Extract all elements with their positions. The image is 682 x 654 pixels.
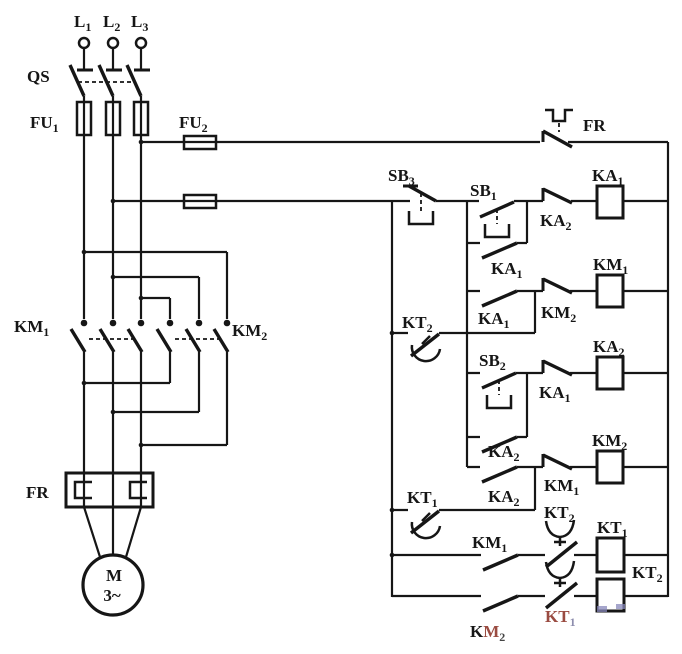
label-ka1-holding: KA1: [491, 259, 523, 281]
ka1-nc-contact-rung3: [541, 359, 573, 377]
power-junction-dots: [81, 249, 144, 448]
label-l1: L1: [74, 12, 91, 34]
label-km1-rung5: KM1: [472, 533, 507, 555]
label-ka2-rung4: KA2: [488, 487, 520, 509]
control-wiring: [110, 139, 670, 598]
ka2-nc-contact-rung1: [541, 187, 573, 205]
label-fu2: FU2: [179, 113, 208, 135]
label-kt2-no: KT2: [402, 313, 433, 335]
kt1-coil: [595, 536, 626, 574]
label-sb2: SB2: [479, 351, 506, 373]
ka2-no-contact-rung4: [481, 465, 518, 484]
ka1-no-contact-rung2: [481, 289, 518, 308]
label-kt1-no: KT1: [407, 488, 438, 510]
km1-no-contact-rung5: [482, 553, 519, 572]
label-kt1-coil: KT1: [597, 518, 628, 540]
km2-main-contacts: [155, 319, 231, 353]
kt1-delay-nc-contact: [544, 560, 579, 610]
km2-coil: [595, 449, 625, 485]
ka1-coil: [595, 184, 625, 220]
labels-layer: L1 L2 L3 QS FU1 FU2 KM1 KM2 FR M 3~ FR S…: [14, 12, 663, 644]
label-ka1-coil: KA1: [592, 166, 624, 188]
sb3-stop-button: [403, 184, 437, 226]
label-fr-contact: FR: [583, 116, 606, 135]
motor: [81, 553, 145, 617]
label-l3: L3: [131, 12, 148, 34]
label-km2-main: KM2: [232, 321, 267, 343]
power-wiring: [82, 48, 229, 558]
supply-terminals: [77, 36, 148, 50]
label-sb1: SB1: [470, 181, 497, 203]
ka2-coil: [595, 355, 625, 391]
km2-nc-interlock-rung2: [541, 277, 573, 295]
label-ka1-rung3: KA1: [539, 383, 571, 405]
fu1-fuses: [75, 100, 150, 137]
qs-disconnect-switch: [68, 64, 150, 97]
km1-coil: [595, 273, 625, 309]
label-km2-coil: KM2: [592, 431, 627, 453]
kt1-delay-no-contact: [409, 509, 442, 540]
label-kt2-coil: KT2: [632, 563, 663, 585]
label-kt1-rung6: KT1: [545, 607, 576, 629]
label-sb3: SB3: [388, 166, 415, 188]
label-l2: L2: [103, 12, 120, 34]
label-motor-phase: 3~: [103, 586, 121, 605]
kt2-delay-nc-contact: [544, 519, 579, 569]
ka1-holding-contact: [481, 241, 518, 260]
fr-nc-contact: [541, 108, 573, 149]
label-qs: QS: [27, 67, 50, 86]
scan-artifacts: [597, 604, 625, 612]
fr-overload-heater: [64, 471, 155, 509]
label-ka2-coil: KA2: [593, 337, 625, 359]
label-km1-coil: KM1: [593, 255, 628, 277]
label-km2-rung6: KM2: [470, 622, 505, 644]
km2-no-contact-rung6: [482, 594, 519, 613]
sb2-start-button: [481, 371, 517, 410]
label-km1-rung4: KM1: [544, 476, 579, 498]
kt2-coil: [595, 577, 626, 613]
label-ka2-holding: KA2: [488, 442, 520, 464]
label-motor-m: M: [106, 566, 122, 585]
label-fu1: FU1: [30, 113, 59, 135]
km1-nc-interlock-rung4: [541, 453, 573, 471]
label-ka1-rung2: KA1: [478, 309, 510, 331]
km1-main-contacts: [69, 319, 145, 353]
label-fr-main: FR: [26, 483, 49, 502]
label-km2-rung2: KM2: [541, 303, 576, 325]
label-ka2-rung1: KA2: [540, 211, 572, 233]
kt2-delay-no-contact: [409, 332, 442, 363]
label-kt2-nc: KT2: [544, 503, 575, 525]
sb1-start-button: [479, 200, 515, 239]
label-km1-main: KM1: [14, 317, 49, 339]
fu2-fuses: [182, 134, 218, 210]
ka2-holding-contact: [481, 435, 518, 454]
